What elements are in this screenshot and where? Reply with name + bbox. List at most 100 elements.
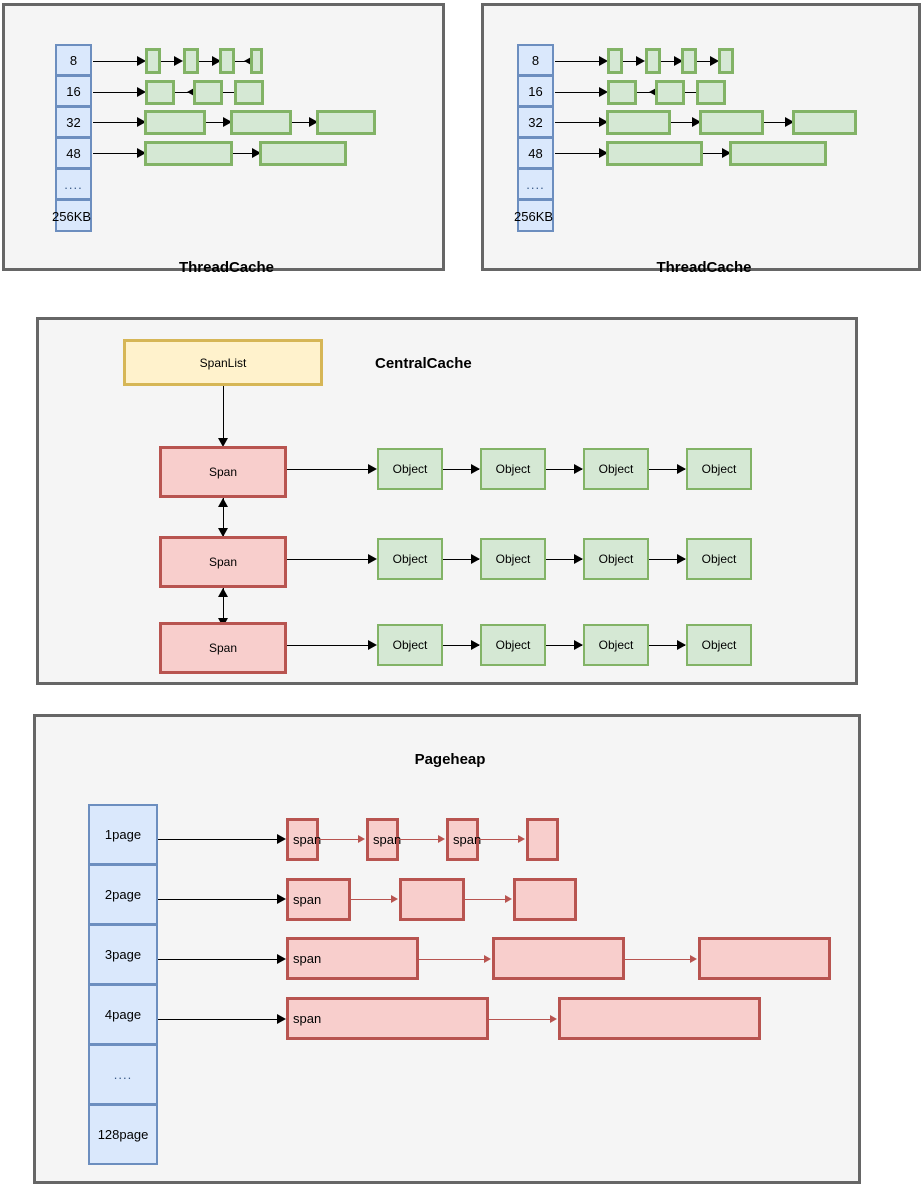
arrow-right-icon (252, 148, 261, 158)
pageheap-span-box[interactable]: span (366, 818, 402, 861)
span-box[interactable]: Span (159, 536, 287, 588)
size-class-cell-32[interactable]: 32 (55, 106, 92, 138)
free-list-node[interactable] (655, 80, 685, 105)
object-box[interactable]: Object (583, 448, 649, 490)
object-box[interactable]: Object (377, 624, 443, 666)
connector (465, 899, 510, 900)
object-label: Object (701, 552, 737, 566)
object-box[interactable]: Object (480, 538, 546, 580)
object-box[interactable]: Object (686, 538, 752, 580)
size-class-cell-48[interactable]: 48 (55, 137, 92, 169)
object-box[interactable]: Object (686, 448, 752, 490)
size-class-label: 32 (66, 114, 81, 130)
free-list-node[interactable] (606, 141, 703, 166)
span-box[interactable]: Span (159, 622, 287, 674)
free-list-node[interactable] (681, 48, 697, 74)
arrow-right-icon (722, 148, 731, 158)
size-class-cell-8[interactable]: 8 (55, 44, 92, 76)
arrow-right-icon (599, 117, 608, 127)
free-list-node[interactable] (219, 48, 235, 74)
object-box[interactable]: Object (377, 448, 443, 490)
pageheap-span-box[interactable]: span (446, 818, 481, 861)
span-label: span (293, 832, 322, 847)
free-list-node[interactable] (729, 141, 827, 166)
pageheap-span-box[interactable] (513, 878, 577, 921)
free-list-node[interactable] (718, 48, 734, 74)
size-class-cell-last[interactable] (55, 199, 92, 232)
connector (625, 959, 695, 960)
connector-row16-head (555, 92, 601, 93)
object-label: Object (495, 552, 531, 566)
free-list-node[interactable] (606, 110, 671, 135)
free-list-node[interactable] (607, 48, 623, 74)
arrow-right-icon (309, 117, 318, 127)
free-list-node[interactable] (183, 48, 199, 74)
connector (419, 959, 489, 960)
centralcache-panel: SpanList CentralCache Span Object Object… (36, 317, 858, 685)
arrow-right-icon (599, 56, 608, 66)
size-class-cell-16[interactable]: 16 (55, 75, 92, 107)
free-list-node[interactable] (607, 80, 637, 105)
arrow-right-icon (574, 464, 583, 474)
page-class-cell-2page[interactable]: 2page (88, 864, 158, 925)
free-list-node[interactable] (144, 141, 233, 166)
arrow-right-icon (391, 895, 398, 903)
object-box[interactable]: Object (480, 448, 546, 490)
threadcache-left-panel: 8 16 32 48 .... 256KB (2, 3, 445, 276)
arrow-right-icon (438, 835, 445, 843)
page-class-cell-1page[interactable]: 1page (88, 804, 158, 865)
connector (671, 122, 699, 123)
pageheap-span-box[interactable]: span (286, 997, 489, 1040)
free-list-node[interactable] (250, 48, 263, 74)
connector (489, 1019, 555, 1020)
object-label: Object (701, 462, 737, 476)
connector-spanlist-to-span (223, 386, 224, 441)
page-class-cell-128page[interactable]: 128page (88, 1104, 158, 1165)
free-list-node[interactable] (645, 48, 661, 74)
pageheap-span-box[interactable] (492, 937, 625, 980)
free-list-node[interactable] (259, 141, 347, 166)
pageheap-span-box[interactable]: span (286, 937, 419, 980)
pageheap-span-box[interactable] (558, 997, 761, 1040)
free-list-node[interactable] (145, 80, 175, 105)
size-class-cell-32[interactable]: 32 (517, 106, 554, 138)
size-class-cell-16[interactable]: 16 (517, 75, 554, 107)
spanlist-box[interactable]: SpanList (123, 339, 323, 386)
free-list-node[interactable] (699, 110, 764, 135)
pageheap-span-box[interactable]: span (286, 878, 351, 921)
pageheap-span-box[interactable] (526, 818, 559, 861)
free-list-node[interactable] (230, 110, 292, 135)
size-class-label: 48 (528, 145, 543, 161)
pageheap-span-box[interactable]: span (286, 818, 322, 861)
object-box[interactable]: Object (583, 538, 649, 580)
object-label: Object (392, 638, 428, 652)
page-class-cell-4page[interactable]: 4page (88, 984, 158, 1045)
free-list-node[interactable] (696, 80, 726, 105)
connector (649, 645, 685, 646)
object-label: Object (701, 638, 737, 652)
object-box[interactable]: Object (686, 624, 752, 666)
size-class-cell-48[interactable]: 48 (517, 137, 554, 169)
page-class-cell-3page[interactable]: 3page (88, 924, 158, 985)
object-box[interactable]: Object (583, 624, 649, 666)
span-label: span (373, 832, 402, 847)
arrow-up-icon (218, 588, 228, 597)
free-list-node[interactable] (144, 110, 206, 135)
free-list-node[interactable] (145, 48, 161, 74)
free-list-node[interactable] (316, 110, 376, 135)
object-box[interactable]: Object (377, 538, 443, 580)
size-class-label: .... (526, 176, 545, 192)
pageheap-span-box[interactable] (698, 937, 831, 980)
pageheap-span-box[interactable] (399, 878, 465, 921)
free-list-node[interactable] (792, 110, 857, 135)
size-class-cell-8[interactable]: 8 (517, 44, 554, 76)
arrow-right-icon (223, 117, 232, 127)
object-box[interactable]: Object (480, 624, 546, 666)
arrow-right-icon (277, 894, 286, 904)
pageheap-panel: Pageheap 1page 2page 3page 4page .... 12… (33, 714, 861, 1184)
span-box[interactable]: Span (159, 446, 287, 498)
free-list-node[interactable] (234, 80, 264, 105)
free-list-node[interactable] (193, 80, 223, 105)
arrow-right-icon (677, 554, 686, 564)
size-class-cell-last[interactable] (517, 199, 554, 232)
